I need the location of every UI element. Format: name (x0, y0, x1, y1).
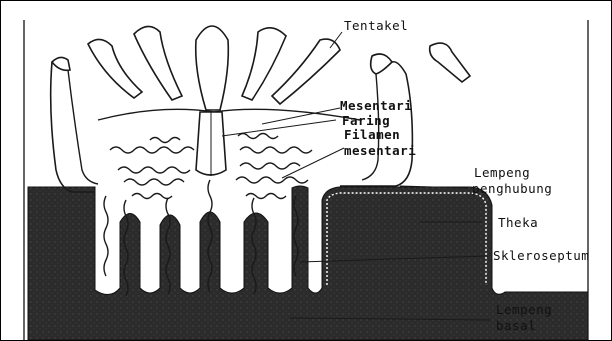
label-lempeng-penghubung-line2: penghubung (472, 181, 552, 196)
tentacle-2 (88, 39, 142, 98)
tentacle-3 (134, 26, 182, 100)
tentacle-4 (196, 26, 229, 110)
label-mesentari: Mesentari (340, 98, 412, 113)
polyp-inner-left (68, 70, 98, 184)
tentacle-6 (272, 39, 340, 104)
label-filamen: Filamen (344, 127, 400, 142)
label-lempeng-basal: Lempeng (496, 302, 552, 317)
tentacle-1 (52, 57, 70, 70)
label-lempeng-basal-line2: basal (496, 318, 536, 333)
label-lempeng-penghubung: Lempeng (474, 165, 530, 180)
leader-faring (222, 120, 336, 136)
tentacle-8 (430, 43, 470, 82)
label-tentakel: Tentakel (344, 18, 408, 33)
tentacle-7 (371, 54, 392, 74)
label-filamen-line2: mesentari (344, 143, 416, 158)
oral-disc (98, 109, 360, 120)
label-skleroseptum: Skleroseptum (493, 248, 589, 263)
polyp-left-wall (51, 62, 95, 192)
label-faring: Faring (342, 113, 390, 128)
label-theka: Theka (498, 215, 538, 230)
